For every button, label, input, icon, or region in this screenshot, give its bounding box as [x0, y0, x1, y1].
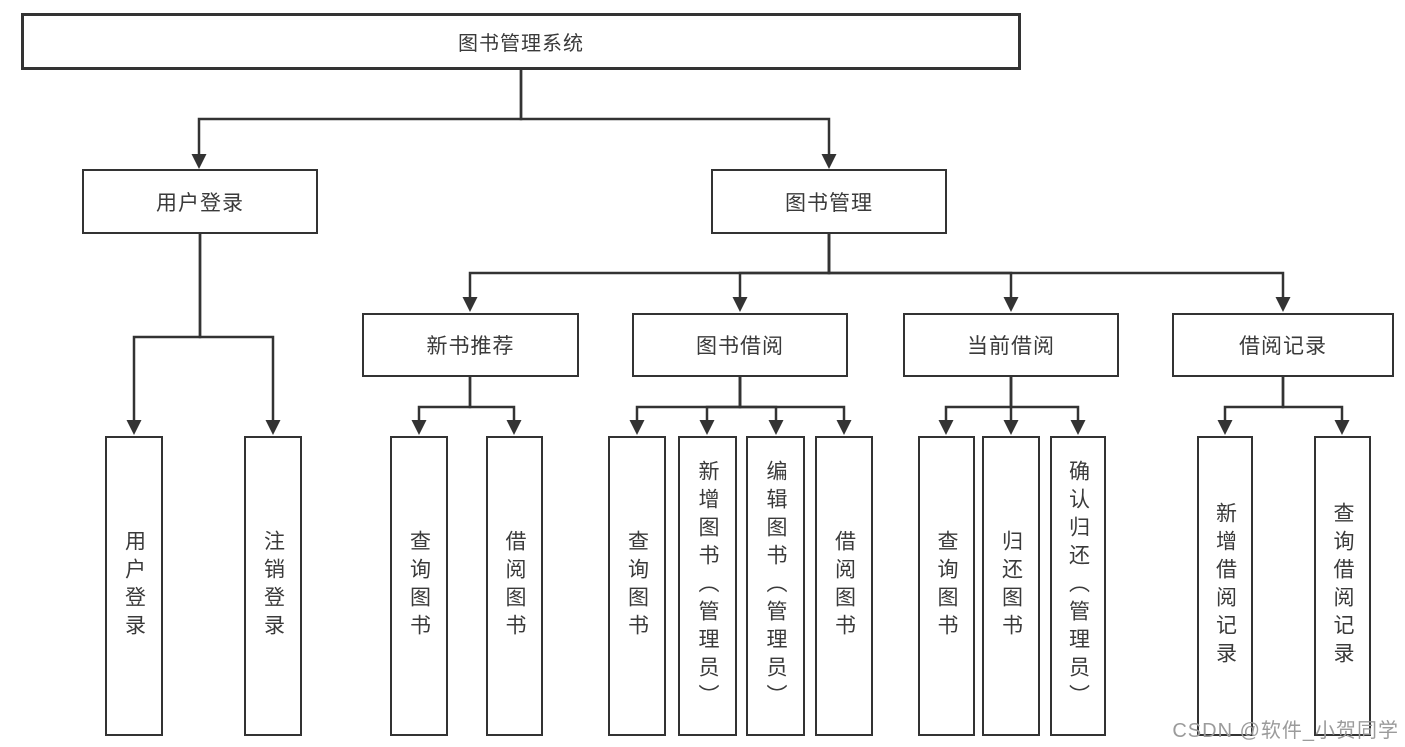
leaf-label: 借阅图书: [832, 530, 856, 642]
leaf-query-borrow-record: 查询借阅记录: [1314, 436, 1371, 736]
leaf-confirm-return-admin: 确认归还（管理员）: [1050, 436, 1106, 736]
leaf-label: 查询图书: [625, 530, 649, 642]
leaf-edit-book-admin: 编辑图书（管理员）: [746, 436, 805, 736]
node-user-login: 用户登录: [82, 169, 318, 234]
leaf-return-books: 归还图书: [982, 436, 1040, 736]
leaf-label: 新增借阅记录: [1213, 502, 1237, 670]
csdn-watermark: CSDN @软件_小贺同学: [1172, 720, 1399, 742]
leaf-borrow-books: 借阅图书: [486, 436, 543, 736]
leaf-label: 借阅图书: [503, 530, 526, 642]
leaf-label: 归还图书: [999, 530, 1023, 642]
leaf-label: 编辑图书（管理员）: [764, 460, 787, 712]
leaf-label: 查询借阅记录: [1331, 502, 1354, 670]
node-new-book-recommend: 新书推荐: [362, 313, 579, 377]
leaf-label: 查询图书: [935, 530, 958, 642]
leaf-label: 确认归还（管理员）: [1066, 460, 1090, 712]
leaf-label: 用户登录: [122, 530, 146, 642]
node-borrow-records: 借阅记录: [1172, 313, 1394, 377]
node-library-system: 图书管理系统: [21, 13, 1021, 70]
leaf-add-book-admin: 新增图书（管理员）: [678, 436, 737, 736]
leaf-label: 注销登录: [261, 530, 285, 642]
leaf-borrow-books-2: 借阅图书: [815, 436, 873, 736]
leaf-add-borrow-record: 新增借阅记录: [1197, 436, 1253, 736]
leaf-query-books: 查询图书: [390, 436, 448, 736]
leaf-query-books-2: 查询图书: [608, 436, 666, 736]
leaf-logout: 注销登录: [244, 436, 302, 736]
node-current-borrow: 当前借阅: [903, 313, 1119, 377]
leaf-label: 查询图书: [407, 530, 431, 642]
leaf-user-login: 用户登录: [105, 436, 163, 736]
node-book-borrow: 图书借阅: [632, 313, 848, 377]
leaf-query-books-3: 查询图书: [918, 436, 975, 736]
leaf-label: 新增图书（管理员）: [696, 460, 719, 712]
node-book-management: 图书管理: [711, 169, 947, 234]
